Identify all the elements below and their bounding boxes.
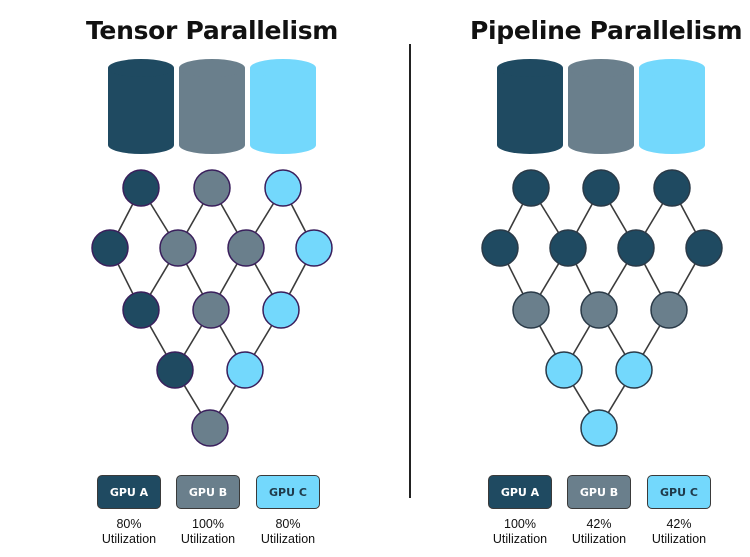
tensor-node — [159, 229, 197, 267]
pipeline-parallelism-title: Pipeline Parallelism — [470, 16, 743, 45]
tensor-node — [191, 409, 229, 447]
pipeline-gpu-a-box: GPU A — [488, 475, 552, 509]
gpu-c-label: GPU C — [269, 485, 307, 499]
pipeline-node — [650, 291, 688, 329]
tensor-gpu-c-utilization: 80% Utilization — [243, 517, 333, 547]
pipeline-node — [615, 351, 653, 389]
pipeline-gpu-a-utilization: 100% Utilization — [475, 517, 565, 547]
tensor-storage-cylinder-c — [250, 59, 316, 154]
tensor-node — [227, 229, 265, 267]
tensor-node — [192, 291, 230, 329]
tensor-gpu-b-box: GPU B — [176, 475, 240, 509]
pipeline-node — [653, 169, 691, 207]
tensor-node — [264, 169, 302, 207]
tensor-node — [262, 291, 300, 329]
utilization-caption: Utilization — [101, 532, 157, 546]
tensor-node — [295, 229, 333, 267]
pipeline-node — [580, 291, 618, 329]
tensor-node — [122, 169, 160, 207]
utilization-value: 42% — [586, 517, 612, 531]
pipeline-node — [512, 169, 550, 207]
tensor-gpu-a-utilization: 80% Utilization — [84, 517, 174, 547]
utilization-value: 100% — [504, 517, 536, 531]
pipeline-gpu-b-box: GPU B — [567, 475, 631, 509]
utilization-caption: Utilization — [492, 532, 548, 546]
gpu-b-label: GPU B — [188, 485, 228, 499]
pipeline-storage-cylinder-b — [568, 59, 634, 154]
pipeline-node — [481, 229, 519, 267]
pipeline-gpu-c-utilization: 42% Utilization — [634, 517, 724, 547]
pipeline-node — [617, 229, 655, 267]
utilization-caption: Utilization — [260, 532, 316, 546]
tensor-node — [91, 229, 129, 267]
pipeline-gpu-b-utilization: 42% Utilization — [554, 517, 644, 547]
utilization-value: 80% — [116, 517, 142, 531]
gpu-a-label: GPU A — [109, 485, 149, 499]
tensor-storage-cylinder-b — [179, 59, 245, 154]
pipeline-gpu-c-box: GPU C — [647, 475, 711, 509]
tensor-node — [122, 291, 160, 329]
utilization-value: 42% — [666, 517, 692, 531]
utilization-value: 100% — [192, 517, 224, 531]
tensor-node — [226, 351, 264, 389]
gpu-c-label: GPU C — [660, 485, 698, 499]
tensor-node — [193, 169, 231, 207]
pipeline-node — [545, 351, 583, 389]
utilization-caption: Utilization — [571, 532, 627, 546]
pipeline-storage-cylinder-a — [497, 59, 563, 154]
pipeline-storage-cylinder-c — [639, 59, 705, 154]
gpu-b-label: GPU B — [579, 485, 619, 499]
pipeline-node — [685, 229, 723, 267]
section-divider — [409, 44, 411, 498]
tensor-gpu-b-utilization: 100% Utilization — [163, 517, 253, 547]
tensor-parallelism-title: Tensor Parallelism — [86, 16, 339, 45]
pipeline-node — [582, 169, 620, 207]
utilization-value: 80% — [275, 517, 301, 531]
pipeline-node — [549, 229, 587, 267]
pipeline-node — [512, 291, 550, 329]
pipeline-node — [580, 409, 618, 447]
utilization-caption: Utilization — [180, 532, 236, 546]
tensor-gpu-c-box: GPU C — [256, 475, 320, 509]
utilization-caption: Utilization — [651, 532, 707, 546]
tensor-node — [156, 351, 194, 389]
gpu-a-label: GPU A — [500, 485, 540, 499]
tensor-storage-cylinder-a — [108, 59, 174, 154]
tensor-gpu-a-box: GPU A — [97, 475, 161, 509]
